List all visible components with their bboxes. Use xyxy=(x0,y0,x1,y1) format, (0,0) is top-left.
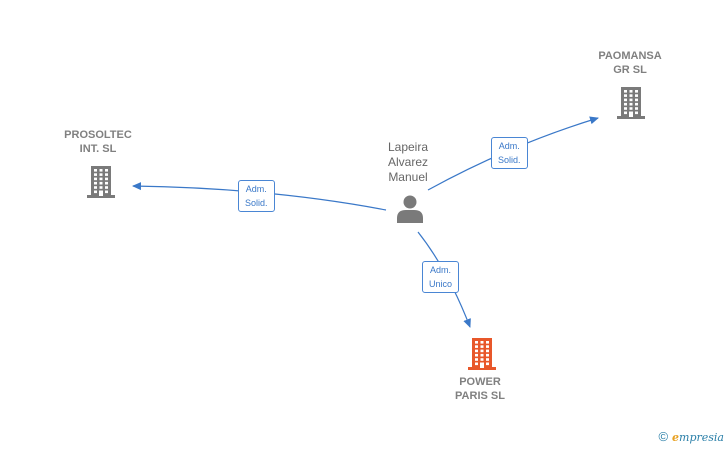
person-icon[interactable] xyxy=(395,193,425,223)
footer-credit: ©empresia xyxy=(658,429,724,444)
relation-type: Solid. xyxy=(498,155,521,165)
brand-logo-initial: e xyxy=(672,431,680,444)
relation-role: Adm. xyxy=(498,141,520,151)
building-icon[interactable] xyxy=(614,85,648,119)
company-name-line-1: PAOMANSA xyxy=(598,50,662,62)
brand-logo[interactable]: empresia xyxy=(672,431,724,444)
company-name-line-1: PROSOLTEC xyxy=(64,129,132,141)
person-name-line-1: Lapeira xyxy=(387,140,429,154)
company-name-prosoltec: PROSOLTEC INT. SL xyxy=(48,128,148,156)
relation-type: Solid. xyxy=(245,198,268,208)
company-name-line-2: GR SL xyxy=(613,64,647,76)
company-name-line-2: PARIS SL xyxy=(455,390,505,402)
person-node[interactable]: Lapeira Alvarez Manuel xyxy=(370,140,446,185)
company-name-paomansa: PAOMANSA GR SL xyxy=(580,49,680,77)
company-name-line-1: POWER xyxy=(459,376,501,388)
person-name-line-3: Manuel xyxy=(388,170,428,184)
person-name-line-2: Alvarez xyxy=(387,155,428,169)
brand-logo-rest: mpresia xyxy=(679,431,724,444)
relation-role: Adm. xyxy=(245,184,267,194)
copyright-icon: © xyxy=(658,429,669,444)
relation-label-prosoltec: Adm. Solid. xyxy=(238,180,275,212)
company-node-prosoltec[interactable]: PROSOLTEC INT. SL xyxy=(48,128,148,156)
relation-role: Adm. xyxy=(430,265,452,275)
company-name-line-2: INT. SL xyxy=(79,143,117,155)
relation-label-power: Adm. Unico xyxy=(422,261,460,293)
building-icon[interactable] xyxy=(84,164,118,198)
company-node-paomansa[interactable]: PAOMANSA GR SL xyxy=(580,49,680,77)
person-name: Lapeira Alvarez Manuel xyxy=(370,140,446,185)
building-icon[interactable] xyxy=(465,336,499,370)
relation-type: Unico xyxy=(429,279,453,289)
company-node-power[interactable]: POWER PARIS SL xyxy=(430,375,530,403)
relation-label-paomansa: Adm. Solid. xyxy=(491,137,528,169)
company-name-power: POWER PARIS SL xyxy=(430,375,530,403)
